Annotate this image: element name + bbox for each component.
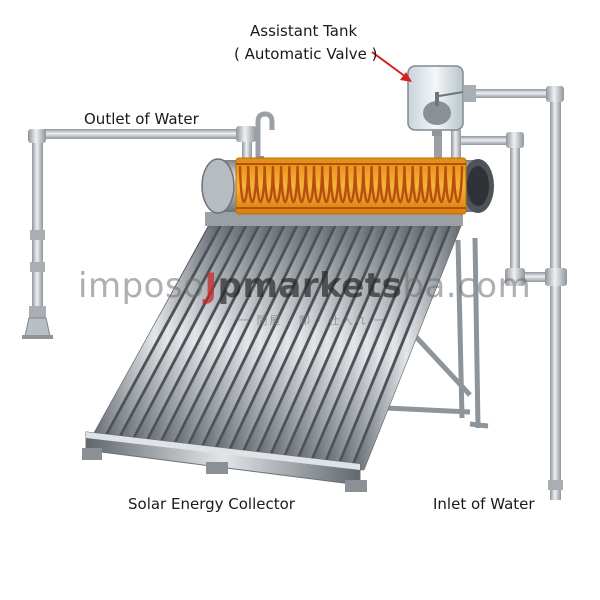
watermark-mid: pmarkets (217, 266, 403, 306)
storage-tank (201, 157, 494, 215)
assistant-tank (407, 65, 464, 136)
label-solar-energy-collector: Solar Energy Collector (128, 495, 295, 513)
callout-arrow-icon (371, 51, 412, 82)
label-automatic-valve: ( Automatic Valve ) (234, 45, 378, 63)
label-assistant-tank: Assistant Tank (250, 22, 358, 40)
inlet-pipe (434, 85, 567, 500)
watermark: imposoJpmarketsba.com (78, 266, 531, 306)
label-inlet-of-water: Inlet of Water (433, 495, 535, 513)
watermark-j: J (204, 266, 218, 306)
outlet-pipe (28, 126, 256, 322)
vacuum-tubes (89, 225, 462, 471)
label-outlet-of-water: Outlet of Water (84, 110, 199, 128)
shower-head-icon (22, 317, 53, 339)
watermark-left: imposo (78, 266, 205, 306)
heating-coil (238, 165, 464, 203)
collector-panel (82, 212, 463, 492)
watermark-right: ba.com (402, 266, 532, 306)
watermark-subtitle: 一 問屋 · 卸 · 仕入れ 一 (238, 314, 386, 327)
